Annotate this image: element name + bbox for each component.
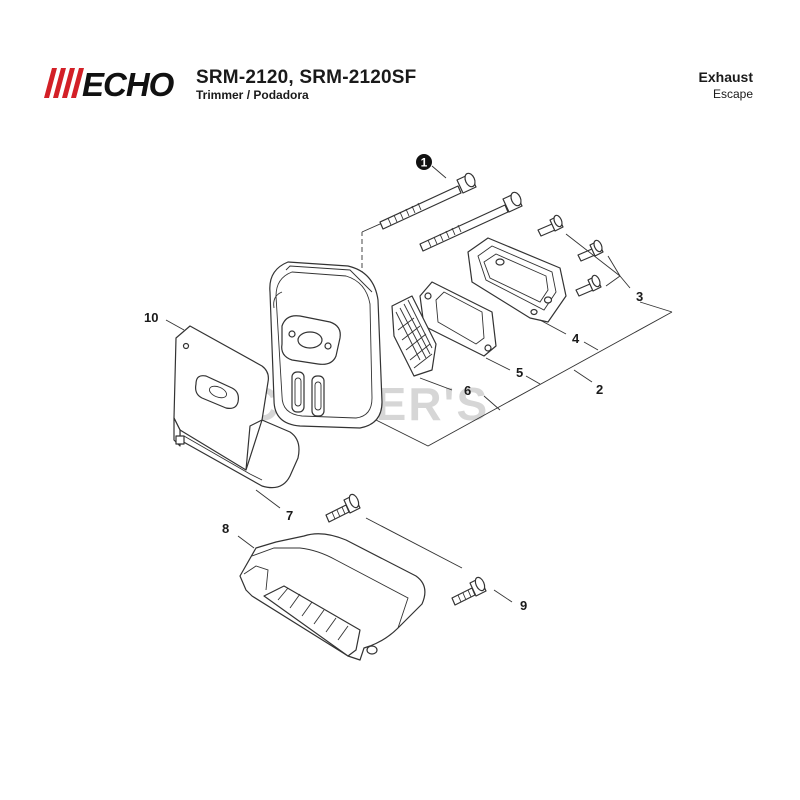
leader-5 [485, 357, 511, 371]
leader-10 [165, 319, 185, 331]
callout-9: 9 [520, 598, 527, 613]
callout-6: 6 [464, 383, 471, 398]
screw-part-9-a [325, 493, 361, 523]
callout-2: 2 [596, 382, 603, 397]
callout-5: 5 [516, 365, 523, 380]
callout-4: 4 [572, 331, 580, 346]
leader-6 [419, 377, 453, 391]
callout-3: 3 [636, 289, 643, 304]
section-subtitle: Escape [712, 87, 753, 101]
bolt-part-1 [379, 172, 477, 230]
leader-9 [365, 517, 463, 569]
leader-8 [237, 535, 255, 549]
muffler-part-2 [269, 261, 383, 429]
section-title: Exhaust [698, 69, 753, 85]
callout-8: 8 [222, 521, 229, 536]
brand-logo-text: ECHO [82, 66, 175, 100]
leader-3 [565, 233, 621, 277]
callout-1: 1 [421, 156, 428, 170]
new-part-marker-1 [416, 154, 432, 170]
gasket-part-5 [419, 281, 497, 357]
echo-logo: ECHO [44, 66, 176, 100]
screw-part-3-a [537, 214, 564, 237]
model-subtitle: Trimmer / Podadora [196, 88, 309, 102]
leader-7 [255, 489, 281, 509]
bracket-part-4 [467, 237, 567, 323]
screen-part-6 [391, 295, 437, 377]
shield-plate-part-10 [173, 325, 269, 471]
screw-part-9-b [451, 576, 487, 606]
guard-part-7 [173, 417, 300, 489]
callout-7: 7 [286, 508, 293, 523]
cover-part-8 [239, 533, 426, 661]
screw-part-3-b [577, 239, 604, 262]
callout-10: 10 [144, 310, 158, 325]
screw-part-3-c [575, 274, 602, 297]
leader-4 [539, 319, 567, 335]
model-title: SRM-2120, SRM-2120SF [196, 67, 417, 88]
bolt-part-1-second [419, 191, 523, 252]
